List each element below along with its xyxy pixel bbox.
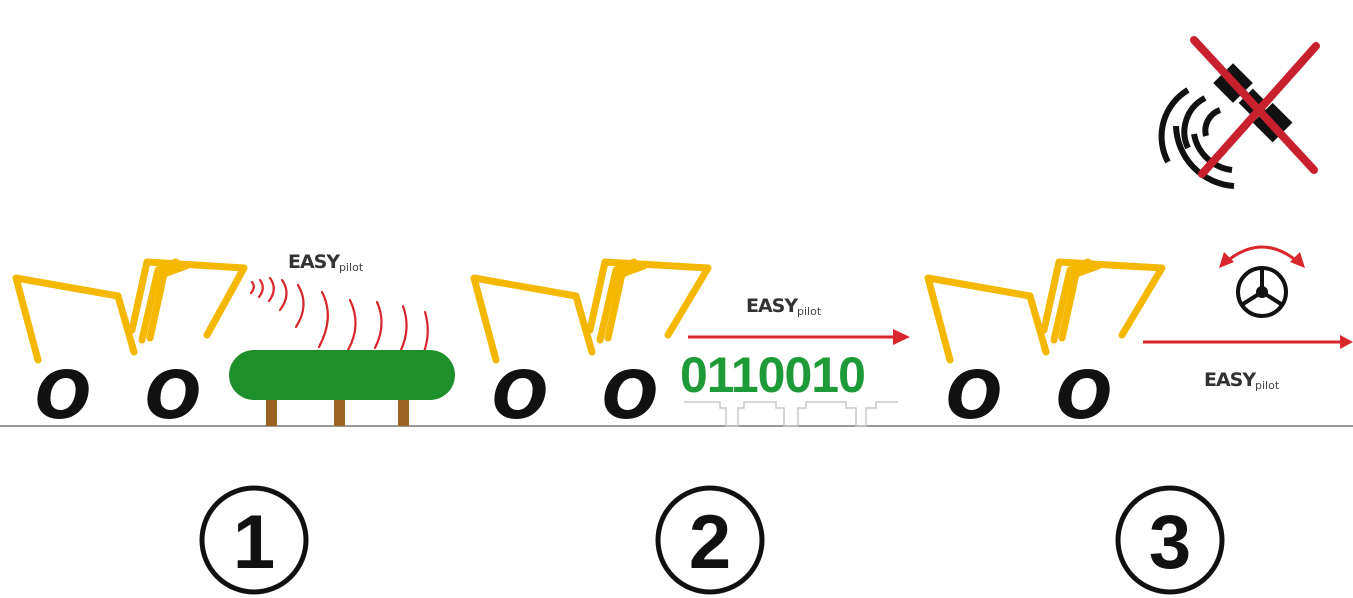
wheel-4: O [602,357,658,434]
no-satellite-icon [1158,36,1320,189]
svg-text:EASY: EASY [746,295,798,317]
signal-arcs-icon [1158,87,1235,189]
binary-pulse-trace [684,401,898,427]
binary-code: 0110010 [680,347,865,403]
wheel-5: O [946,357,1002,434]
radio-waves-icon [249,276,429,354]
arrow-right-icon [688,329,910,345]
wheel-3: O [492,357,548,434]
svg-text:pilot: pilot [797,305,822,318]
bale-post-2 [334,396,345,426]
implement-frame-icon [12,258,248,364]
svg-text:EASY: EASY [1204,369,1256,391]
rotate-arrows-icon [1219,245,1305,268]
step-3: 3 [1115,485,1225,595]
panel-2: O O EASY pilot 0110010 [470,258,910,434]
step-2: 2 [655,485,765,595]
binary-signal-icon: 0110010 [680,347,898,427]
logo-panel-2: EASY pilot [746,295,822,318]
logo-panel-3: EASY pilot [1204,369,1280,392]
bale-post-3 [398,396,409,426]
svg-text:pilot: pilot [339,261,364,274]
bale-icon [229,350,455,426]
implement-frame-icon [470,258,712,364]
step-2-circle [655,485,765,595]
bale-body [229,350,455,400]
wheel-6: O [1056,357,1112,434]
svg-text:pilot: pilot [1255,379,1280,392]
panel-3: O O EASY pilot [924,245,1353,434]
cross-icon [1190,36,1320,178]
step-3-number: 3 [1149,500,1191,585]
step-3-circle [1115,485,1225,595]
logo-panel-1: EASY pilot [288,251,364,274]
svg-text:EASY: EASY [288,251,340,273]
step-1-number: 1 [233,500,275,585]
step-2-number: 2 [689,500,731,585]
implement-frame-icon [924,258,1166,364]
bale-post-1 [266,396,277,426]
wheel-2: O [145,357,201,434]
step-1-circle [199,485,309,595]
wheel-1: O [35,357,91,434]
steering-wheel-icon [1236,266,1288,318]
step-1: 1 [199,485,309,595]
arrow-right-icon [1143,335,1353,349]
panel-1: O O EASY pilot [12,251,455,434]
